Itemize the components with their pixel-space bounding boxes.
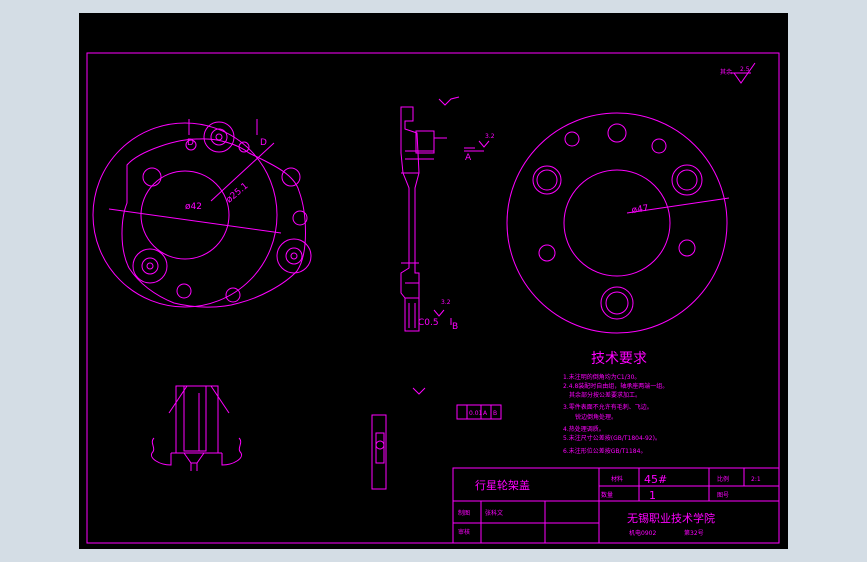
sheet-number-label: 图号 xyxy=(717,492,729,499)
scale-label: 比例 xyxy=(717,475,729,483)
scale-value: 2:1 xyxy=(751,476,761,483)
tech-line-2: 2.4.8装配时自由组，轴承座两端一组。 xyxy=(563,382,668,390)
tol-frame-datum-a: A xyxy=(483,410,488,417)
drawing-number: 第32号 xyxy=(684,529,704,537)
drawn-label: 制图 xyxy=(458,509,470,517)
designer-name: 张科文 xyxy=(485,509,503,517)
roughness-mid: 3.2 xyxy=(485,133,495,140)
tech-line-3: 其余部分按公差要求加工。 xyxy=(569,391,641,399)
tech-line-1: 1.未注明的倒角均为C1/30。 xyxy=(563,373,640,381)
qty-label: 数量 xyxy=(601,491,613,499)
checked-label: 审核 xyxy=(458,528,470,536)
section-label-b: B xyxy=(452,322,458,332)
material-value: 45# xyxy=(644,473,667,486)
school-name: 无锡职业技术学院 xyxy=(627,511,715,525)
roughness-bot: 3.2 xyxy=(441,299,451,306)
tech-line-7: 5.未注尺寸公差按(GB/T1804-92)。 xyxy=(563,434,661,442)
small-section-view xyxy=(371,414,387,490)
section-label-a: A xyxy=(465,153,472,163)
tech-line-4: 3.零件表面不允许有毛刺、飞边。 xyxy=(563,403,653,411)
qty-value: 1 xyxy=(649,489,656,502)
class-name: 机电0902 xyxy=(629,529,656,537)
section-view xyxy=(400,96,490,395)
roughness-top: 2.5 xyxy=(740,66,750,73)
left-flange-view xyxy=(92,119,312,308)
tech-line-5: 锐边倒角处理。 xyxy=(575,413,617,421)
tol-frame-datum-b: B xyxy=(493,410,497,417)
label-d-left: D xyxy=(187,138,194,148)
tech-line-6: 4.热处理调质。 xyxy=(563,425,605,433)
drawing-frame xyxy=(86,52,780,544)
title-block xyxy=(452,467,780,544)
label-d-right: D xyxy=(260,138,267,148)
roughness-other: 其余 xyxy=(720,68,732,76)
gear-detail-view xyxy=(150,385,243,471)
dim-d42: ø42 xyxy=(185,202,202,212)
material-label: 材料 xyxy=(611,475,623,483)
tech-title: 技术要求 xyxy=(591,351,647,367)
part-name: 行星轮架盖 xyxy=(475,478,530,492)
drawing-sheet: ø42 ø25.1 ø47 C0.5 D D A B 其余 2.5 3.2 3.… xyxy=(79,13,788,549)
tech-line-8: 6.未注形位公差按GB/T1184。 xyxy=(563,447,646,455)
cad-drawing: ø42 ø25.1 ø47 C0.5 D D A B 其余 2.5 3.2 3.… xyxy=(86,52,780,544)
dim-c05: C0.5 xyxy=(418,318,439,328)
right-flange-view xyxy=(506,112,730,334)
tol-frame-value: 0.01 xyxy=(469,410,483,417)
dim-d47: ø47 xyxy=(631,204,649,216)
